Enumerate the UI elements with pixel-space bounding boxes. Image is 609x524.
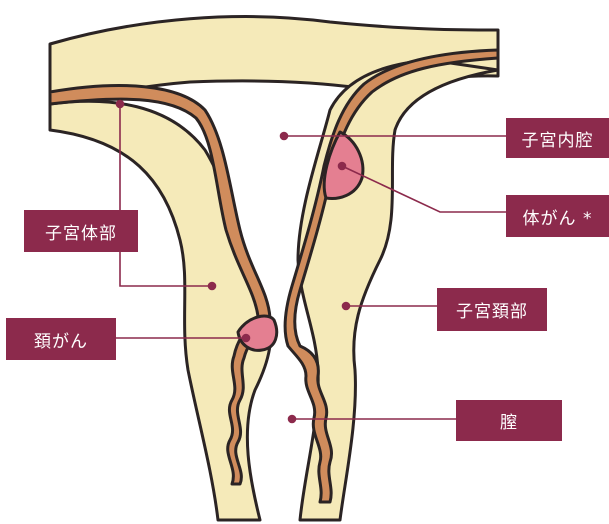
label-uterine-body: 子宮体部 — [24, 210, 138, 252]
dot-endometrial — [339, 163, 346, 170]
dot-vagina — [289, 416, 296, 423]
dot-cervical-cancer — [243, 335, 250, 342]
dot-cervix — [343, 303, 350, 310]
label-uterine-cavity: 子宮内腔 — [506, 118, 609, 158]
label-vagina: 膣 — [456, 400, 562, 441]
dot-body-top — [117, 101, 124, 108]
label-endometrial-cancer: 体がん * — [506, 195, 609, 237]
dot-cavity — [281, 133, 288, 140]
label-cervix: 子宮頚部 — [437, 288, 547, 331]
dot-body-end — [209, 283, 216, 290]
label-cervical-cancer: 頚がん — [6, 318, 116, 360]
